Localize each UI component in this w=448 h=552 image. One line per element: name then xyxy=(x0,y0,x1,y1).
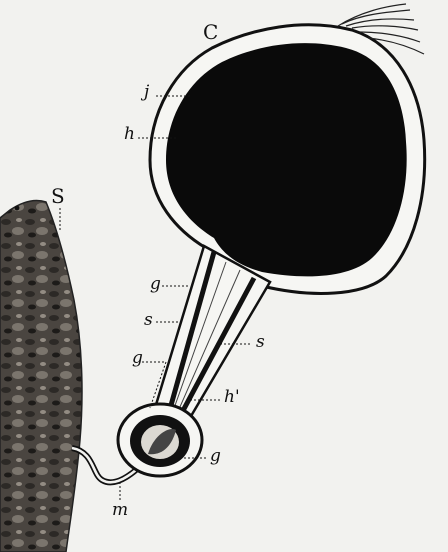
label-c: C xyxy=(203,22,218,42)
label-g-middle: g xyxy=(132,350,143,367)
label-s-stem: S xyxy=(51,186,65,206)
label-g-upper: g xyxy=(150,276,161,293)
label-h: h xyxy=(124,126,135,143)
label-s-right: s xyxy=(256,334,265,351)
label-g-lower: g xyxy=(210,448,221,465)
label-h-prime: h' xyxy=(224,389,240,406)
stem-dot xyxy=(15,206,20,211)
label-j: j xyxy=(144,84,149,101)
label-m: m xyxy=(112,502,128,519)
stem-tissue-s xyxy=(0,200,82,552)
label-s-left: s xyxy=(144,312,153,329)
